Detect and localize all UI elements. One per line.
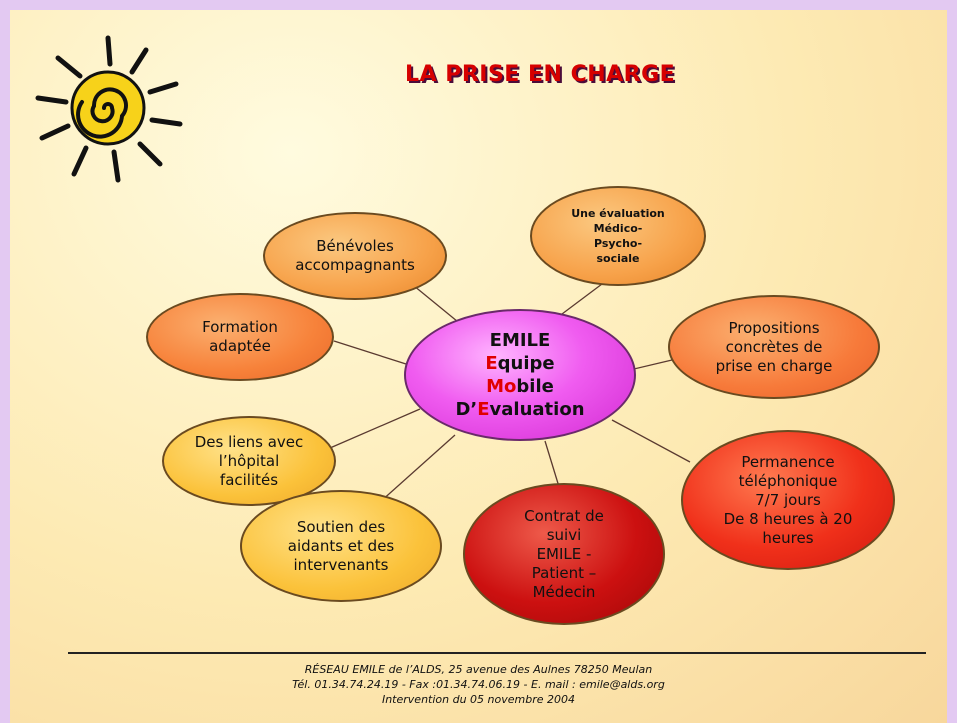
hub-line-4: D’Evaluation	[455, 399, 585, 420]
node-propositions-label: Propositions concrètes de prise en charg…	[715, 318, 833, 375]
footer-contact: Tél. 01.34.74.24.19 - Fax :01.34.74.06.1…	[292, 678, 665, 691]
hub-line-3: Mobile	[486, 376, 554, 397]
footer-date: Intervention du 05 novembre 2004	[381, 693, 576, 706]
node-evaluation-label: Une évaluation Médico- Psycho- sociale	[571, 207, 665, 265]
node-liens: Des liens avec l’hôpital facilités	[162, 416, 336, 506]
hub-emile: EMILE Equipe Mobile D’Evaluation	[404, 309, 636, 441]
node-permanence-label: Permanence téléphonique 7/7 jours De 8 h…	[723, 452, 853, 547]
hub-line-2: Equipe	[485, 353, 555, 374]
node-contrat-label: Contrat de suivi EMILE - Patient – Médec…	[524, 506, 604, 601]
hub-line-1: EMILE	[489, 330, 551, 351]
node-liens-label: Des liens avec l’hôpital facilités	[194, 432, 304, 489]
node-evaluation: Une évaluation Médico- Psycho- sociale	[530, 186, 706, 286]
node-benevoles: Bénévoles accompagnants	[263, 212, 447, 300]
node-contrat: Contrat de suivi EMILE - Patient – Médec…	[463, 483, 665, 625]
footer-divider	[68, 652, 926, 654]
node-propositions: Propositions concrètes de prise en charg…	[668, 295, 880, 399]
node-soutien-label: Soutien des aidants et des intervenants	[287, 517, 395, 574]
footer: RÉSEAU EMILE de l’ALDS, 25 avenue des Au…	[0, 662, 957, 707]
node-benevoles-label: Bénévoles accompagnants	[295, 237, 415, 274]
footer-address: RÉSEAU EMILE de l’ALDS, 25 avenue des Au…	[304, 663, 653, 676]
node-formation-label: Formation adaptée	[202, 318, 278, 355]
node-formation: Formation adaptée	[146, 293, 334, 381]
page-title: LA PRISE EN CHARGE	[405, 62, 676, 87]
node-permanence: Permanence téléphonique 7/7 jours De 8 h…	[681, 430, 895, 570]
node-soutien: Soutien des aidants et des intervenants	[240, 490, 442, 602]
sun-icon	[35, 35, 183, 183]
